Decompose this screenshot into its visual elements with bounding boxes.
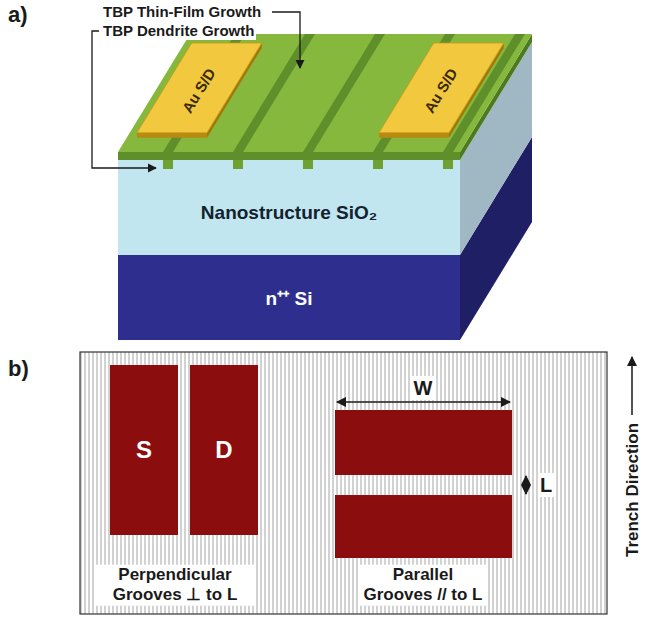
label-box: a) xyxy=(6,2,30,28)
label-box: L xyxy=(538,473,554,497)
layer-block: D xyxy=(190,365,258,535)
layer-block: n⁺⁺ Si xyxy=(118,255,460,340)
electrode-edge xyxy=(137,133,207,138)
annotation-text: L xyxy=(538,473,554,497)
layer-block: S xyxy=(110,365,178,535)
node-label: n⁺⁺ Si xyxy=(266,285,313,311)
label-box: Trench Direction xyxy=(623,421,643,559)
label-box: W xyxy=(412,376,435,400)
dendrite-bump xyxy=(443,160,453,169)
electrode-pad xyxy=(335,410,512,475)
electrode-pad xyxy=(335,495,512,558)
annotation-text: TBP Dendrite Growth xyxy=(101,22,256,40)
gold-electrode: Au S/D xyxy=(136,42,263,139)
leader-line xyxy=(92,31,156,168)
film-front-edge xyxy=(118,152,460,160)
direction-arrow xyxy=(631,357,633,415)
annotation-text: W xyxy=(412,376,435,400)
grooved-substrate xyxy=(80,352,607,614)
dimension-arrow xyxy=(337,401,510,403)
dendrite-bump xyxy=(163,160,173,169)
node-label: S xyxy=(136,436,152,464)
annotation-text: Trench Direction xyxy=(623,421,643,559)
dendrite-bump xyxy=(303,160,313,169)
trench-band xyxy=(303,34,385,152)
annotation-text: Perpendicular Grooves ⊥ to L xyxy=(95,565,255,606)
dendrite-bump xyxy=(373,160,383,169)
electrode-top xyxy=(137,43,262,133)
label-box: TBP Thin-Film Growth xyxy=(101,3,263,21)
label-box: TBP Dendrite Growth xyxy=(101,22,256,40)
annotation-text: Parallel Grooves // to L xyxy=(359,565,487,606)
panel-letter: b) xyxy=(6,356,31,382)
sio2-front-face xyxy=(118,160,460,255)
node-label: Nanostructure SiO₂ xyxy=(201,202,377,224)
label-box: b) xyxy=(6,356,31,382)
device-3d xyxy=(118,34,532,340)
dendrite-bump xyxy=(233,160,243,169)
thin-film-top xyxy=(118,34,532,152)
annotation-text: TBP Thin-Film Growth xyxy=(101,3,263,21)
label-box: Parallel Grooves // to L xyxy=(359,565,487,606)
dimension-arrow xyxy=(525,476,527,494)
electrode-edge xyxy=(379,133,449,138)
label-box: Perpendicular Grooves ⊥ to L xyxy=(95,565,255,606)
leader-line xyxy=(272,12,300,68)
layer-block: Nanostructure SiO₂ xyxy=(118,170,460,255)
gold-electrode: Au S/D xyxy=(378,42,505,139)
node-label: D xyxy=(215,436,232,464)
si-front-face xyxy=(118,255,460,340)
electrode-top xyxy=(379,43,504,133)
panel-letter: a) xyxy=(6,2,30,28)
